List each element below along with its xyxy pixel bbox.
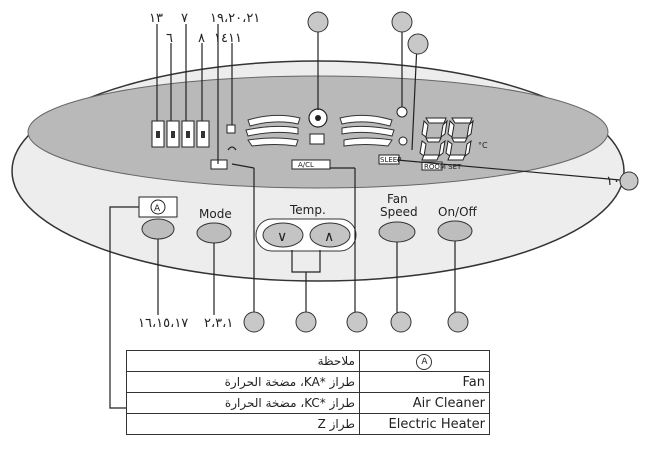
filter-icon <box>210 159 228 170</box>
temp-down-icon: ∨ <box>277 229 287 245</box>
label-10: ١٠ <box>606 174 620 189</box>
temp-up-button[interactable] <box>309 222 351 248</box>
timer-icon <box>396 106 408 118</box>
temperature-unit: °C <box>478 141 488 150</box>
indicator-symbols <box>156 131 205 138</box>
sleep-indicator-icon <box>398 136 408 146</box>
legend-row: طراز *KA، مضخة الحرارة Fan <box>126 371 491 393</box>
label-19-20-21: ١٩،٢٠،٢١ <box>210 11 260 26</box>
legend-row: طراز Z Electric Heater <box>126 413 491 435</box>
legend-note: طراز *KC، مضخة الحرارة <box>126 392 360 414</box>
on-off-label: On/Off <box>438 205 478 219</box>
on-off-button[interactable] <box>437 220 473 242</box>
label-7: ٧ <box>181 11 188 26</box>
legend-function: Electric Heater <box>358 413 491 435</box>
legend-note: طراز *KA، مضخة الحرارة <box>126 371 360 393</box>
temp-up-icon: ∧ <box>324 229 334 245</box>
callout-markers-bottom <box>243 311 469 333</box>
legend-table: ملاحظة A طراز *KA، مضخة الحرارة Fan طراز… <box>126 350 491 435</box>
legend-header-row: ملاحظة A <box>126 350 491 372</box>
callout-lines-bottom <box>109 163 456 409</box>
temp-down-button[interactable] <box>262 222 304 248</box>
callout-lines-top <box>156 24 621 181</box>
callout-markers-top <box>307 11 639 191</box>
speed-label: Speed <box>380 205 418 219</box>
a-button[interactable] <box>141 218 175 240</box>
legend-function: Fan <box>358 371 491 393</box>
label-13: ١٣ <box>149 11 163 26</box>
legend-a-symbol: A <box>416 353 433 370</box>
fan-speed-button[interactable] <box>378 221 416 243</box>
acl-label: A/CL <box>298 161 314 169</box>
label-11: ١١ <box>228 31 242 46</box>
indicator-blocks <box>151 120 210 148</box>
label-14: ١٤ <box>214 31 228 46</box>
a-symbol: A <box>154 204 161 214</box>
temp-label: Temp. <box>289 203 326 217</box>
label-6: ٦ <box>166 31 173 46</box>
fan-speed-arc <box>245 114 395 147</box>
label-8-14: ٨ <box>198 31 205 46</box>
label-2-3-1: ٢،٣،١ <box>204 316 233 331</box>
legend-function: Air Cleaner <box>358 392 491 414</box>
mode-button[interactable] <box>196 222 232 244</box>
temperature-digits <box>419 117 474 161</box>
lock-icon <box>226 124 236 134</box>
legend-note: طراز Z <box>126 413 360 435</box>
legend-header-symbol: A <box>358 350 491 372</box>
mode-label: Mode <box>199 207 232 221</box>
fan-label: Fan <box>387 192 408 206</box>
swing-icon <box>227 146 237 151</box>
legend-header-note: ملاحظة <box>126 350 360 372</box>
fan-mode-icon <box>309 133 325 145</box>
legend-row: طراز *KC، مضخة الحرارة Air Cleaner <box>126 392 491 414</box>
room-set-label: ROOM SET <box>424 163 462 171</box>
sleep-label: SLEEP <box>380 156 401 164</box>
label-16-15-17: ١٦،١٥،١٧ <box>138 316 188 331</box>
